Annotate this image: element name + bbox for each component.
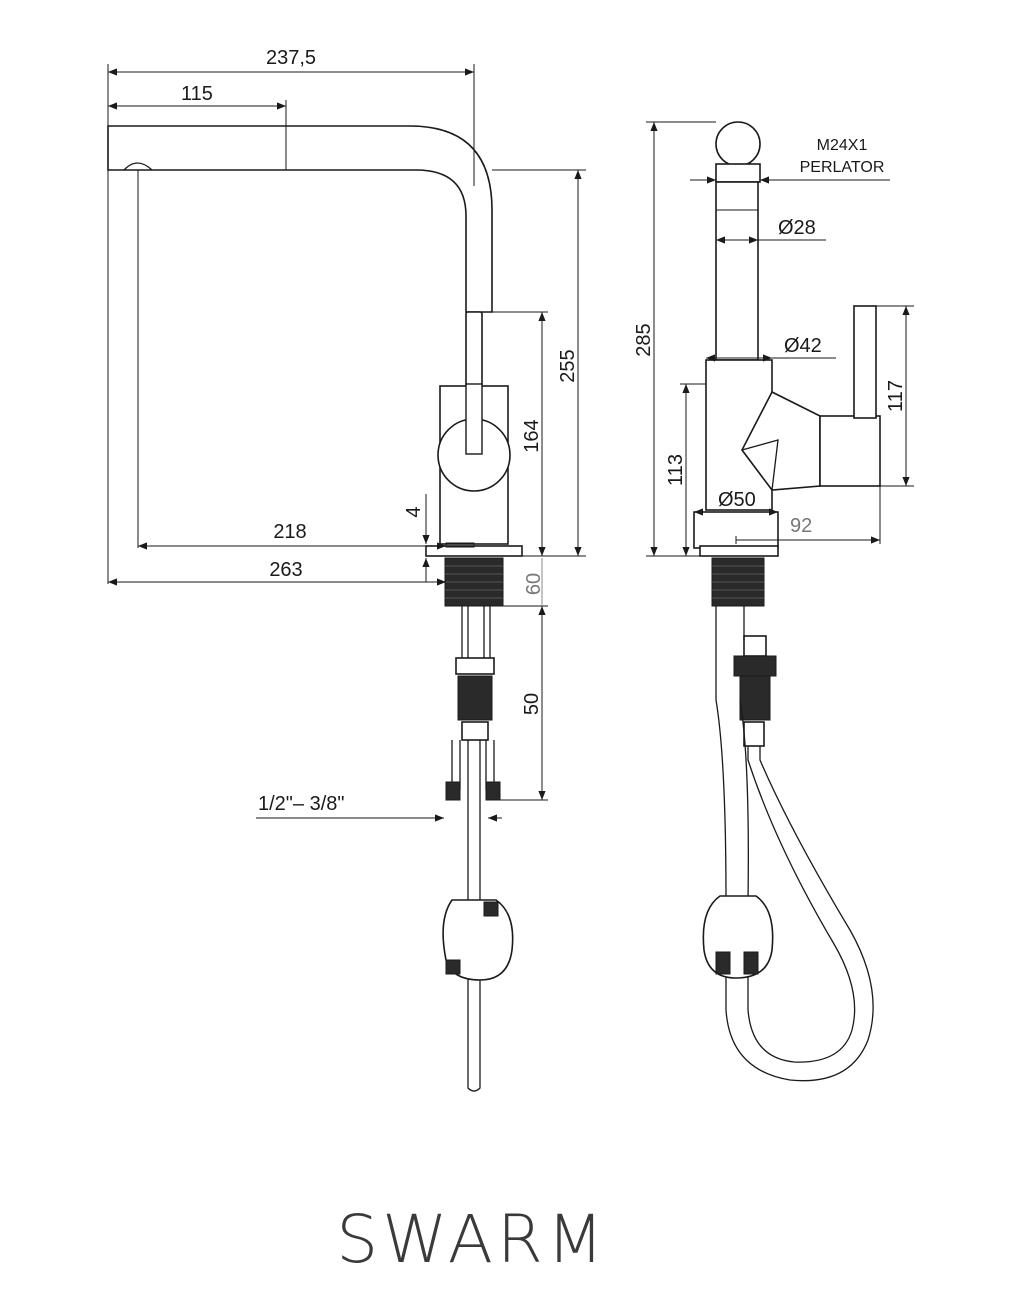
front-aerator (123, 162, 153, 171)
front-view: 237,5 115 255 164 4 218 263 60 50 1/2"– … (107, 47, 586, 1092)
label-aerator: PERLATOR (800, 159, 885, 176)
side-connector-bottom (743, 721, 765, 747)
dim-base-thickness: 4 (403, 506, 425, 517)
side-counterweight-clip-left (715, 951, 731, 975)
dim-lever: 117 (885, 380, 907, 412)
side-counterweight (702, 895, 774, 979)
front-hose-fitting-right (485, 781, 501, 801)
side-connector-top (743, 635, 767, 657)
side-counterweight-clip-right (743, 951, 759, 975)
dim-reach-total: 263 (269, 559, 302, 581)
front-base-step (445, 542, 475, 548)
dim-connection: 1/2"– 3/8" (258, 793, 344, 815)
dim-lever-reach: 92 (790, 515, 812, 537)
side-connector-block (739, 675, 771, 721)
dim-reach-outlet: 218 (273, 521, 306, 543)
label-thread: M24X1 (817, 137, 868, 154)
side-hose-loop (715, 606, 874, 1082)
dim-total-width: 237,5 (266, 47, 316, 69)
front-connector-bottom (461, 721, 489, 741)
side-lever-joint (741, 390, 821, 491)
dim-side-height: 285 (633, 323, 655, 356)
dim-body-height: 164 (521, 419, 543, 452)
front-counterweight-clip (445, 959, 461, 975)
side-lever-handle (853, 305, 877, 419)
dim-spout-top: 115 (181, 83, 213, 105)
side-base-plate (699, 545, 779, 557)
dim-spout-diameter: Ø28 (778, 217, 816, 239)
front-pull-out-hose (467, 740, 481, 1092)
dim-shank: 60 (523, 573, 545, 595)
dim-height-total: 255 (557, 349, 579, 382)
side-spout-tube (715, 181, 759, 361)
side-connector-nut (733, 655, 777, 677)
front-connector-top (455, 657, 495, 675)
dim-body-diameter: Ø42 (784, 335, 822, 357)
dim-hose: 50 (521, 693, 543, 715)
front-spout-outline (107, 125, 493, 313)
side-aerator (715, 163, 761, 183)
front-counterweight-clip-top (483, 901, 499, 917)
brand-name: SWARM (336, 1201, 608, 1278)
dim-base-diameter: Ø50 (718, 489, 756, 511)
side-view: 285 M24X1 PERLATOR Ø28 Ø42 117 113 Ø50 9… (633, 121, 914, 1082)
dim-side-body-height: 113 (665, 454, 687, 486)
front-connector-block (457, 675, 493, 721)
side-spout-head (715, 121, 761, 167)
front-lever-stem (465, 383, 483, 455)
front-hose-fitting-left (445, 781, 461, 801)
side-lever-hub (819, 415, 881, 487)
